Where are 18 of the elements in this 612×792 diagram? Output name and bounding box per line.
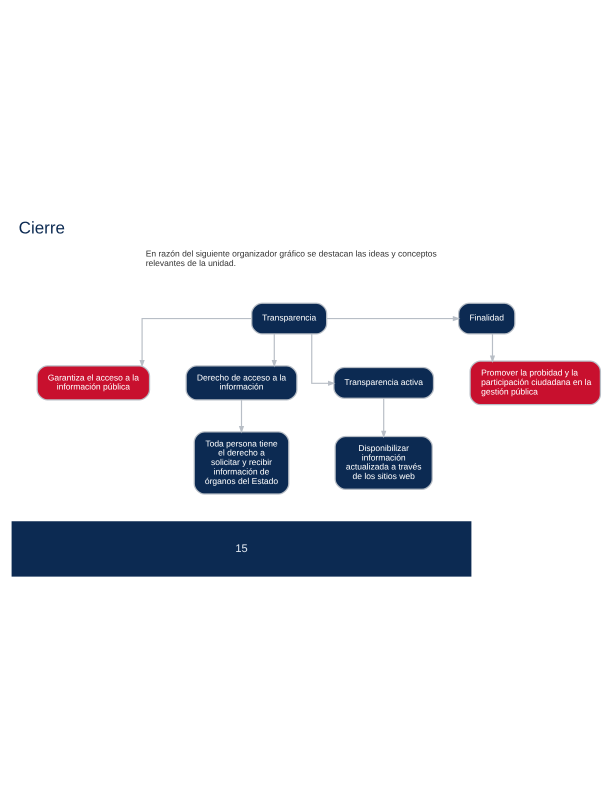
arrow <box>490 334 496 362</box>
node-box: Derecho de acceso a la información <box>186 364 298 400</box>
arrow <box>326 315 460 321</box>
label: En razón del siguiente organizador gráfico se destacan las ideas y conceptos relevantes de la unidad. <box>146 248 437 268</box>
diagram-title: Cierre <box>18 218 65 237</box>
arrow <box>272 334 277 367</box>
node-box: Transparencia activa <box>333 366 434 398</box>
arrow <box>238 400 244 434</box>
node-box: Finalidad <box>458 302 516 334</box>
node-box: Garantiza el acceso a la información pública <box>36 364 150 400</box>
node-box: Promover la probidad y la participación ciudadana en la gestión pública <box>470 360 602 405</box>
arrow <box>311 333 336 386</box>
node-box: Disponibilizar información actualizada a través de los sitios web <box>334 435 433 490</box>
node-box: Transparencia <box>251 302 328 334</box>
arrow <box>139 317 252 367</box>
label: 15 <box>235 542 248 554</box>
arrow <box>381 398 386 438</box>
node-box: Toda persona tiene el derecho a solicitar y recibir información de órganos del Estado <box>194 430 290 494</box>
